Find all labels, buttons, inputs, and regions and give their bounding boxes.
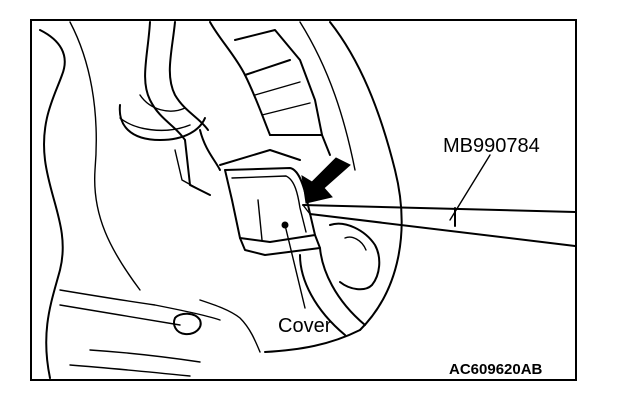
- figure-id: AC609620AB: [449, 361, 543, 378]
- cover-leader: [284, 224, 306, 309]
- wire-harness: [118, 21, 209, 141]
- special-tool: [302, 204, 576, 247]
- figure-frame: [30, 19, 577, 381]
- tool-leader: [449, 154, 491, 221]
- column-shroud: [39, 21, 403, 379]
- switch-body: [174, 21, 331, 196]
- pointer-arrow-icon: [301, 157, 351, 204]
- tool-label: MB990784: [443, 135, 540, 157]
- cover-label: Cover: [278, 315, 332, 337]
- lower-assembly: [59, 222, 381, 377]
